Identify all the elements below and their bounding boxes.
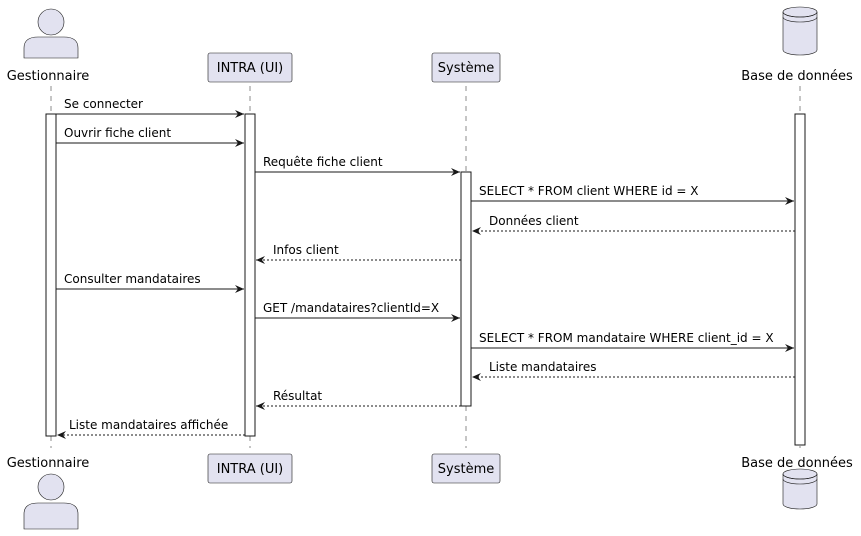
actor-icon	[23, 473, 79, 530]
message-8: GET /mandataires?clientId=X	[255, 301, 460, 322]
message-11: Résultat	[256, 389, 461, 410]
participant-systeme-bottom: Système	[431, 453, 501, 484]
activation-gestionnaire	[45, 113, 57, 437]
message-label: Consulter mandataires	[64, 272, 201, 286]
participant-label-base-bottom: Base de données	[741, 456, 853, 471]
message-1: Se connecter	[56, 97, 244, 118]
actor-gestionnaire-top: Gestionnaire	[7, 8, 90, 84]
message-4: SELECT * FROM client WHERE id = X	[471, 184, 794, 205]
message-label: Infos client	[273, 243, 339, 257]
database-icon	[782, 468, 818, 510]
message-label: GET /mandataires?clientId=X	[263, 301, 439, 315]
participant-label-gestionnaire-bottom: Gestionnaire	[7, 456, 90, 471]
message-7: Consulter mandataires	[56, 272, 244, 293]
database-icon	[782, 6, 818, 56]
message-label: Liste mandataires	[489, 360, 597, 374]
participant-label-systeme-bottom: Système	[438, 462, 494, 477]
message-3: Requête fiche client	[255, 155, 460, 176]
message-12: Liste mandataires affichée	[57, 418, 245, 439]
actor-gestionnaire-bottom: Gestionnaire	[7, 456, 90, 530]
participant-systeme-top: Système	[431, 52, 501, 83]
message-label: Requête fiche client	[263, 155, 383, 169]
participant-label-base-top: Base de données	[741, 69, 853, 84]
participant-intra-top: INTRA (UI)	[207, 52, 293, 83]
activation-systeme	[460, 171, 472, 407]
message-label: Ouvrir fiche client	[64, 126, 171, 140]
participant-intra-bottom: INTRA (UI)	[207, 453, 293, 484]
message-2: Ouvrir fiche client	[56, 126, 244, 147]
database-base-bottom: Base de données	[741, 456, 853, 510]
participant-label-gestionnaire-top: Gestionnaire	[7, 69, 90, 84]
participant-label-intra-top: INTRA (UI)	[217, 61, 284, 76]
activation-intra	[244, 113, 256, 437]
message-label: Données client	[489, 214, 579, 228]
message-5: Données client	[472, 214, 795, 235]
participant-label-intra-bottom: INTRA (UI)	[217, 462, 284, 477]
message-label: Résultat	[273, 389, 322, 403]
message-6: Infos client	[256, 243, 461, 264]
message-label: SELECT * FROM mandataire WHERE client_id…	[479, 331, 774, 345]
database-base-top: Base de données	[741, 6, 853, 84]
message-label: Se connecter	[64, 97, 143, 111]
actor-icon	[23, 8, 79, 59]
participant-label-systeme-top: Système	[438, 61, 494, 76]
message-label: SELECT * FROM client WHERE id = X	[479, 184, 699, 198]
message-9: SELECT * FROM mandataire WHERE client_id…	[471, 331, 794, 352]
message-label: Liste mandataires affichée	[69, 418, 228, 432]
message-10: Liste mandataires	[472, 360, 795, 381]
activation-base	[794, 113, 806, 446]
